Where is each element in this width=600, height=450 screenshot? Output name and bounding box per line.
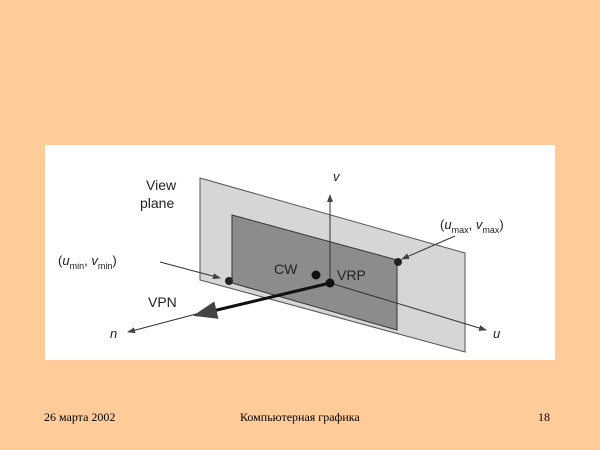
umin-vmin-label: (umin, vmin) (58, 253, 117, 271)
v-axis-label: v (333, 169, 341, 184)
footer-date: 26 марта 2002 (44, 410, 116, 424)
view-plane-label: View (146, 177, 177, 193)
umax-vmax-label: (umax, vmax) (440, 217, 504, 235)
view-plane-label-2: plane (140, 195, 174, 211)
umin-pointer (159, 261, 221, 280)
n-axis-label: n (110, 326, 117, 341)
cw-label: CW (274, 261, 298, 277)
u-axis-label: u (493, 326, 500, 341)
umax-pointer (401, 235, 456, 260)
u-axis (329, 282, 487, 331)
footer-title: Компьютерная графика (240, 410, 360, 424)
vrp-label: VRP (337, 267, 366, 283)
cw-point (311, 270, 321, 280)
vpn-label: VPN (148, 294, 177, 310)
vrp-point (325, 278, 335, 288)
footer-page-number: 18 (538, 410, 550, 424)
n-axis (127, 312, 201, 334)
umin-point (225, 277, 233, 285)
umax-point (394, 258, 402, 266)
vpn-vector (193, 281, 331, 319)
